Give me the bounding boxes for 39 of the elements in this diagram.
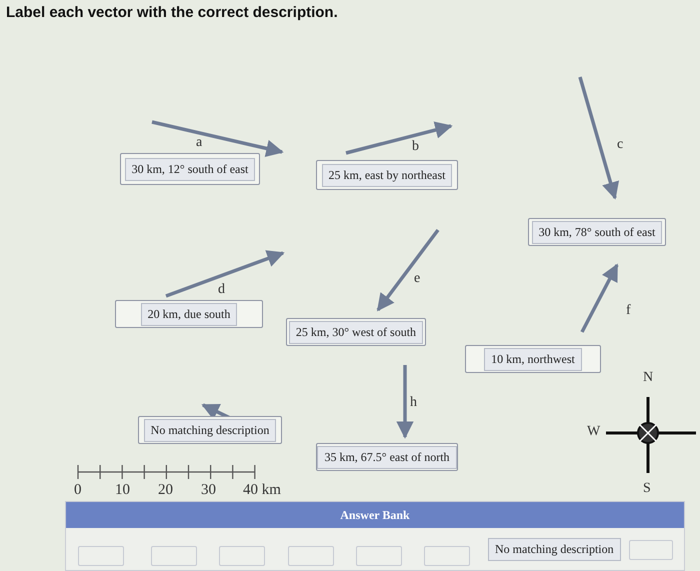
compass-label: W [587, 424, 600, 440]
compass-label: N [643, 370, 654, 386]
vector-letter: b [412, 139, 419, 155]
empty-answer-slot [629, 540, 673, 560]
answer-chip: 25 km, east by northeast [322, 164, 452, 186]
empty-answer-slot [356, 546, 402, 566]
scale-tick-label: 10 [115, 482, 130, 499]
drop-zone [465, 345, 601, 373]
compass-label: S [643, 481, 651, 497]
panel-header: Answer Bank [66, 502, 684, 528]
vector-letter: f [626, 303, 631, 319]
drop-zone [316, 160, 458, 190]
empty-answer-slot [424, 546, 470, 566]
empty-answer-slot [288, 546, 334, 566]
answer-chip: 20 km, due south [140, 302, 238, 326]
drop-zone [115, 300, 263, 328]
vector-letter: h [410, 395, 417, 411]
empty-answer-slot [219, 546, 265, 566]
answer-bank-panel [65, 501, 685, 571]
instruction-heading: Label each vector with the correct description. [6, 4, 338, 21]
vector-letter: c [617, 137, 624, 153]
scale-tick-label: 0 [74, 482, 82, 499]
drop-zone [138, 416, 282, 444]
scale-tick-label: 30 [201, 482, 216, 499]
vector-letter: e [414, 271, 420, 287]
answer-chip: 10 km, northwest [484, 348, 582, 370]
empty-answer-slot [78, 546, 124, 566]
answer-chip: 35 km, 67.5° east of north [317, 446, 457, 468]
answer-chip: 30 km, 12° south of east [124, 158, 256, 180]
drop-zone [120, 153, 260, 185]
empty-answer-slot [151, 546, 197, 566]
scale-tick-label: 40 km [243, 482, 281, 499]
answer-chip: No matching description [144, 418, 276, 442]
vector-letter: a [196, 135, 202, 151]
vector-letter: d [218, 282, 225, 298]
answer-chip: 30 km, 78° south of east [532, 220, 662, 244]
answer-chip: 25 km, 30° west of south [288, 320, 424, 344]
scale-tick-label: 20 [158, 482, 173, 499]
answer-chip: No matching description [488, 538, 621, 561]
